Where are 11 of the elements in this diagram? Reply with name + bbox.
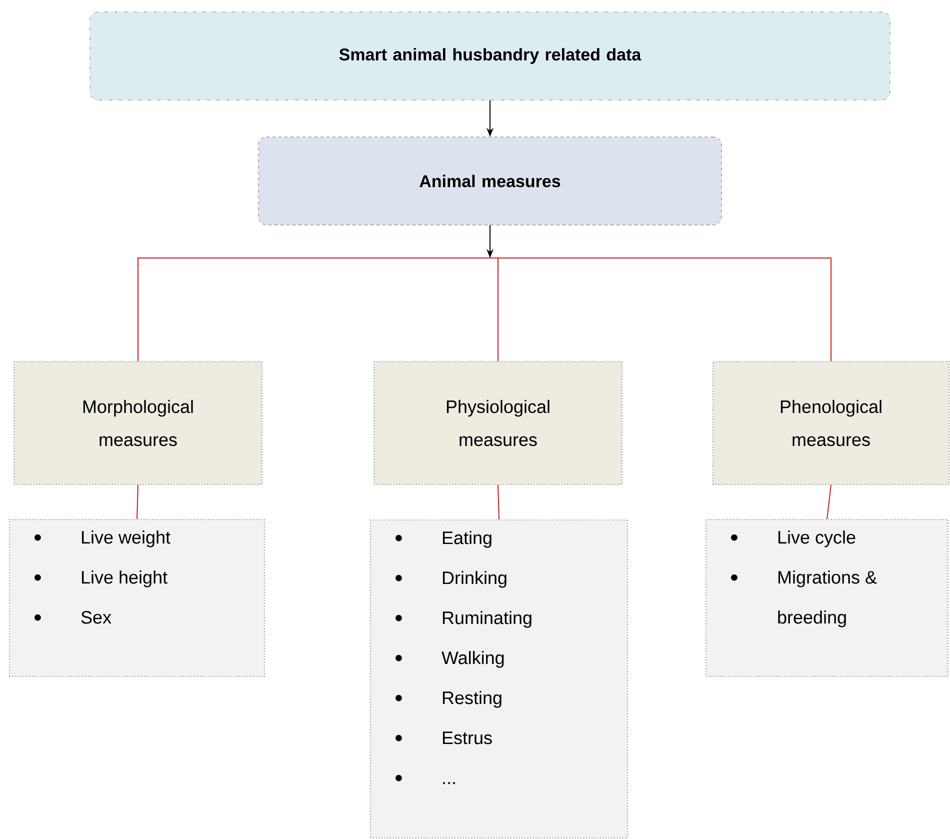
measures-box: Animal measures (258, 136, 722, 226)
bullet-list-box: Live cycle Migrations & breeding (706, 519, 948, 677)
connector (136, 484, 138, 520)
category-box: Phenological measures (712, 361, 950, 485)
connector (826, 484, 832, 520)
bullet-list-box: Live weight Live height Sex (9, 519, 265, 677)
category-box: Physiological measures (374, 361, 622, 485)
connector (498, 484, 500, 520)
bullet-list-box: Eating Drinking Ruminating Walking Resting Estrus ... (370, 520, 628, 838)
data-box: Smart animal husbandry related data (90, 12, 890, 100)
category-box: Morphological measures (14, 361, 262, 485)
